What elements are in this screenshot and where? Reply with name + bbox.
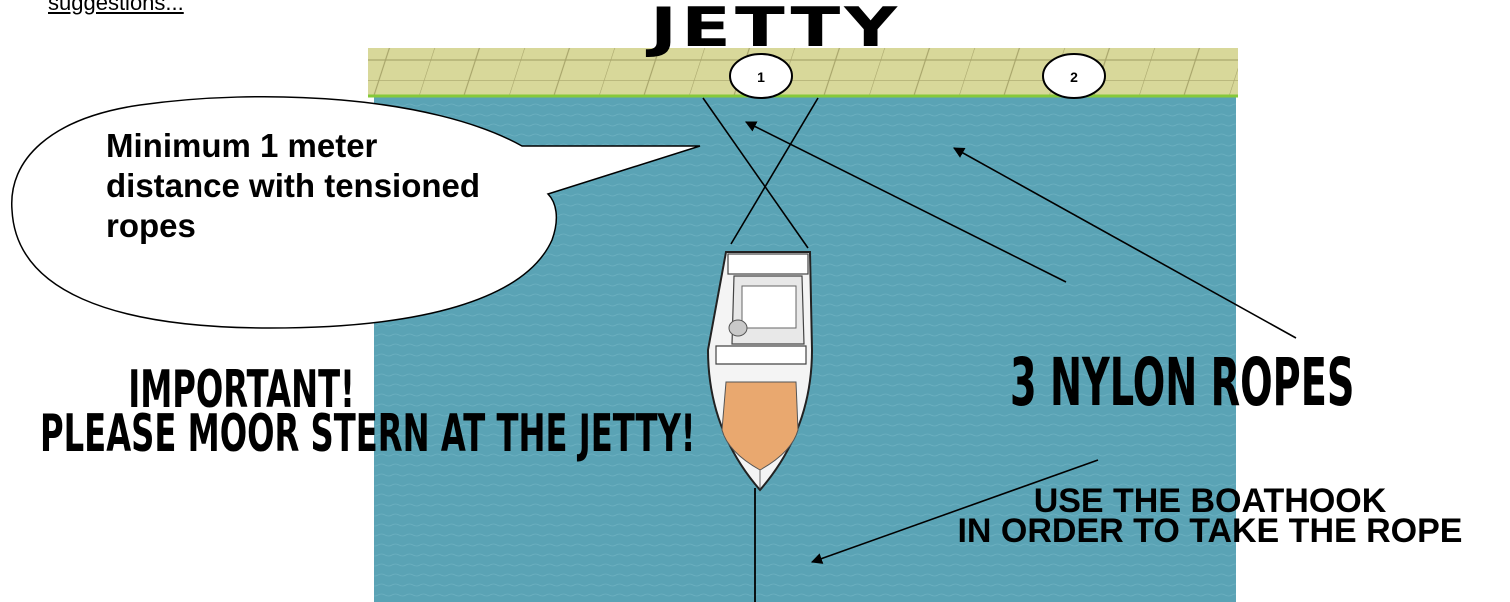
boat (706, 251, 814, 492)
moor-stern-instruction: PLEASE MOOR STERN AT THE JETTY! (40, 404, 696, 464)
arrow-boathook (810, 459, 1099, 564)
mooring-rope-left (702, 97, 809, 249)
boathook-line-1: USE THE BOATHOOK (1033, 482, 1387, 520)
header-text: suggestions... (48, 0, 184, 15)
callout-text: Minimum 1 meter distance with tensioned … (106, 127, 481, 244)
helm-seat (728, 319, 748, 337)
nylon-ropes-label: 3 NYLON ROPES (1010, 344, 1355, 421)
svg-text:1: 1 (757, 69, 765, 85)
important-heading: IMPORTANT! (128, 360, 355, 420)
bollard-1: 1 (729, 53, 793, 99)
callout-bubble (11, 95, 701, 329)
boat-stern-platform (727, 253, 809, 275)
arrow-rope-1 (744, 121, 1067, 283)
boathook-instruction: USE THE BOATHOOK IN ORDER TO TAKE THE RO… (920, 482, 1500, 550)
boat-cockpit (741, 285, 797, 329)
mooring-rope-right (730, 97, 819, 245)
boathook-line-2: IN ORDER TO TAKE THE ROPE (957, 512, 1463, 550)
jetty-title: JETTY (650, 0, 902, 59)
bollard-2: 2 (1042, 53, 1106, 99)
windscreen (715, 345, 807, 365)
svg-text:2: 2 (1070, 69, 1078, 85)
important-notice: IMPORTANT! PLEASE MOOR STERN AT THE JETT… (40, 360, 696, 464)
arrow-rope-2 (953, 147, 1297, 339)
boat-deck (721, 381, 799, 471)
